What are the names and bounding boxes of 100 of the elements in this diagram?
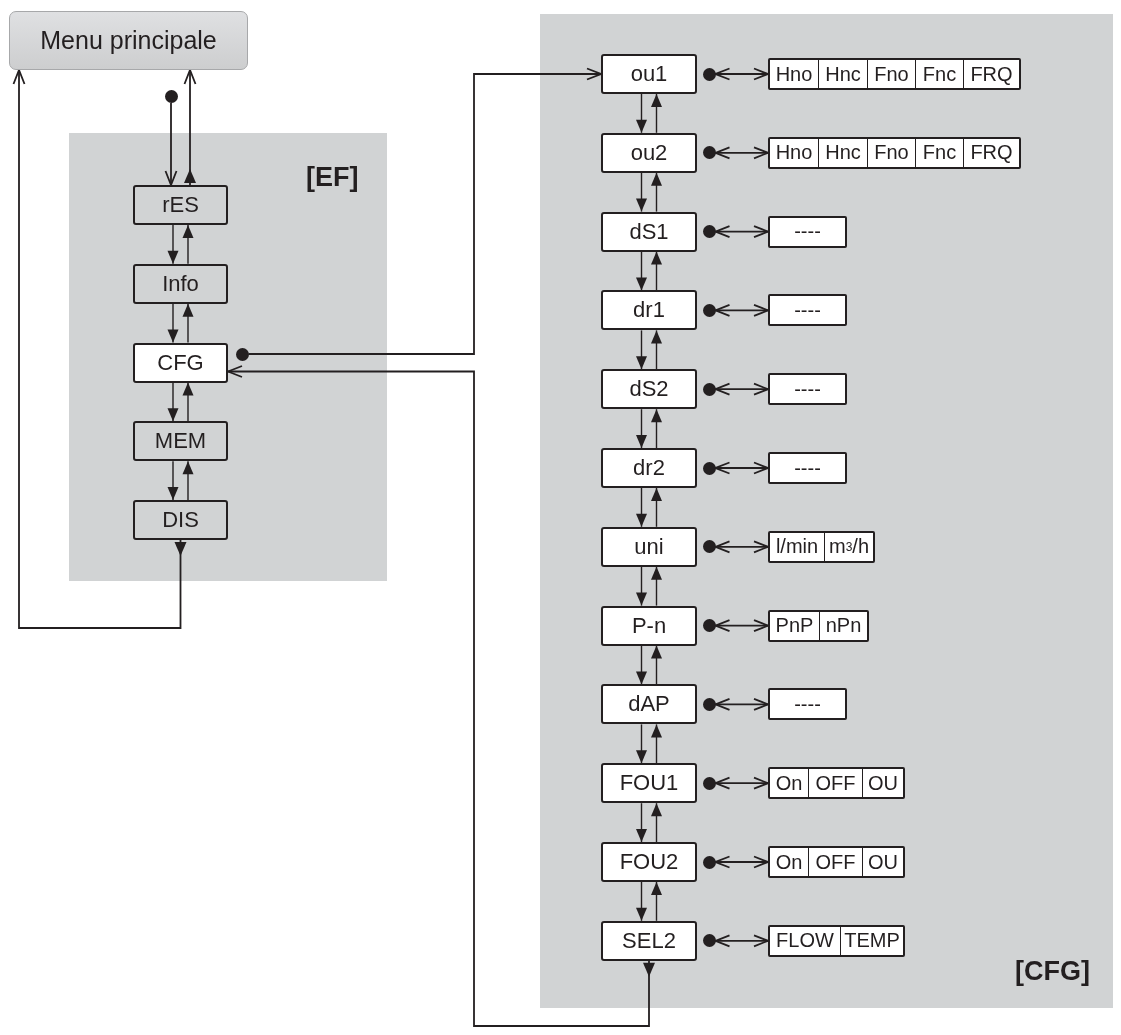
parameter-box: ou1: [601, 54, 697, 94]
double-arrow: [714, 67, 769, 81]
up-arrow: [651, 329, 662, 370]
dot-icon: [235, 347, 249, 361]
panel-heading: [CFG]: [1015, 958, 1090, 985]
up-arrow: [182, 303, 194, 344]
dot-icon: [164, 90, 178, 103]
option-value: OFF: [808, 848, 862, 876]
parameter-box: SEL2: [601, 920, 697, 961]
dot-icon: [702, 382, 716, 396]
parameter-box: uni: [601, 526, 697, 567]
parameter-box: dAP: [601, 684, 697, 725]
menu-panel: [540, 14, 1113, 1008]
down-arrow: [636, 802, 647, 843]
down-arrow: [636, 881, 647, 922]
main-menu-box: Menu principale: [9, 11, 248, 70]
down-arrow: [636, 408, 647, 449]
arrow: [164, 102, 178, 186]
option-value: Hno: [774, 61, 814, 87]
double-arrow: [714, 382, 769, 396]
option-value: OFF: [808, 769, 862, 798]
dot-icon: [702, 303, 716, 317]
up-arrow: [182, 381, 194, 422]
options-strip: [768, 294, 847, 327]
option-value: ----: [793, 691, 822, 717]
double-arrow: [714, 698, 769, 711]
option-value: TEMP: [840, 926, 903, 955]
option-value: ----: [793, 219, 822, 245]
menu-panel: [69, 133, 387, 581]
up-arrow: [651, 644, 662, 686]
down-arrow: [636, 93, 647, 134]
return-arrow: [227, 365, 655, 1027]
down-arrow: [636, 250, 647, 292]
up-arrow: [182, 460, 194, 501]
option-value: OU: [862, 769, 903, 798]
up-arrow: [651, 802, 662, 843]
down-arrow: [167, 381, 179, 422]
double-arrow: [714, 540, 769, 554]
options-strip: [768, 530, 875, 563]
up-arrow: [651, 172, 662, 213]
option-value: PnP: [774, 613, 815, 639]
option-value: FRQ: [963, 60, 1019, 88]
up-arrow: [651, 723, 662, 764]
option-value: ----: [793, 376, 822, 402]
double-arrow: [714, 304, 769, 317]
return-arrow: [12, 69, 187, 629]
up-arrow: [651, 93, 662, 134]
options-strip: [768, 688, 847, 721]
down-arrow: [167, 224, 179, 265]
up-arrow: [651, 408, 662, 449]
double-arrow: [714, 855, 769, 869]
option-value: Fnc: [915, 138, 963, 167]
option-value: ----: [793, 297, 822, 323]
menu-item-box: rES: [133, 185, 228, 225]
double-arrow: [714, 619, 769, 632]
options-strip: [768, 58, 1021, 90]
menu-item-box: Info: [133, 263, 228, 304]
arrow: [183, 69, 197, 186]
down-arrow: [636, 172, 647, 213]
panel-heading: [EF]: [306, 164, 359, 191]
double-arrow: [714, 934, 769, 948]
double-arrow: [714, 461, 769, 475]
options-strip: [768, 924, 905, 957]
options-strip: [768, 136, 1021, 169]
option-value: On: [774, 849, 804, 875]
parameter-box: dS1: [601, 211, 697, 252]
option-value: FLOW: [775, 928, 835, 954]
parameter-box: dS2: [601, 369, 697, 410]
double-arrow: [714, 146, 769, 160]
double-arrow: [714, 225, 769, 238]
option-value: FRQ: [963, 138, 1019, 167]
dot-icon: [702, 146, 716, 160]
dot-icon: [702, 67, 716, 81]
dot-icon: [702, 697, 716, 711]
down-arrow: [636, 723, 647, 764]
arrow: [247, 67, 602, 355]
option-value: Fno: [867, 138, 915, 167]
down-arrow: [636, 329, 647, 370]
up-arrow: [651, 487, 662, 528]
option-value: Hno: [774, 140, 814, 166]
dot-icon: [702, 461, 716, 475]
up-arrow: [182, 224, 194, 265]
option-value: ----: [793, 455, 822, 481]
option-value: Hnc: [818, 138, 867, 167]
up-arrow: [651, 566, 662, 607]
dot-icon: [702, 855, 716, 869]
dot-icon: [702, 776, 716, 790]
down-arrow: [167, 303, 179, 344]
up-arrow: [651, 250, 662, 292]
option-value: Fnc: [915, 60, 963, 88]
dot-icon: [702, 225, 716, 239]
dot-icon: [702, 619, 716, 633]
dot-icon: [702, 934, 716, 948]
option-value: nPn: [819, 611, 867, 640]
option-value: Fno: [867, 60, 915, 88]
option-value: Hnc: [818, 60, 867, 88]
option-value: On: [774, 770, 804, 796]
parameter-box: dr1: [601, 290, 697, 331]
options-strip: [768, 609, 869, 642]
down-arrow: [636, 487, 647, 528]
